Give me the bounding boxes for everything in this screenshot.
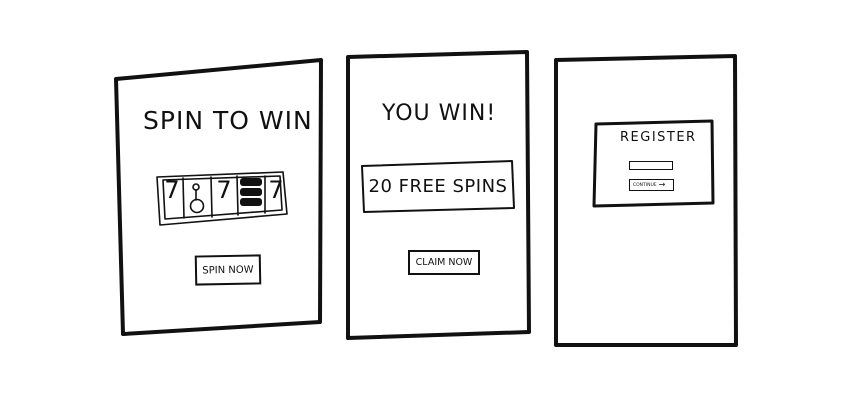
free-spins-text: 20 FREE SPINS [368, 175, 508, 197]
claim-now-button[interactable]: CLAIM NOW [408, 250, 480, 275]
slot-machine-inner [162, 175, 283, 220]
continue-button-label: CONTINUE [633, 182, 657, 188]
bar-symbol [240, 178, 262, 186]
panel-3-frame [554, 54, 738, 347]
bar-symbols [240, 178, 262, 206]
slot-machine-outer [156, 171, 288, 226]
bar-symbol [240, 198, 262, 206]
slot-machine [156, 171, 288, 226]
panel-2-title: YOU WIN! [382, 101, 497, 126]
lever-base [189, 198, 205, 214]
panel-1-frame [114, 58, 323, 336]
continue-button[interactable]: CONTINUE → [629, 179, 674, 191]
free-spins-box-frame [361, 160, 515, 213]
reel-divider [236, 175, 239, 216]
panel-2-frame [346, 50, 531, 340]
reel-2: 7 [216, 176, 232, 204]
bar-symbol [240, 188, 262, 196]
arrow-right-icon: → [658, 180, 666, 189]
lever-knob [192, 183, 200, 191]
register-card-frame [592, 119, 715, 208]
reel-3: 7 [268, 176, 284, 204]
panel-3-title: REGISTER [620, 130, 697, 145]
register-input[interactable] [629, 161, 673, 170]
panel-1-title: SPIN TO WIN [143, 106, 313, 135]
spin-now-button[interactable]: SPIN NOW [194, 254, 262, 286]
reel-1: 7 [164, 176, 180, 204]
reel-divider [210, 176, 213, 218]
reel-divider [182, 177, 185, 219]
